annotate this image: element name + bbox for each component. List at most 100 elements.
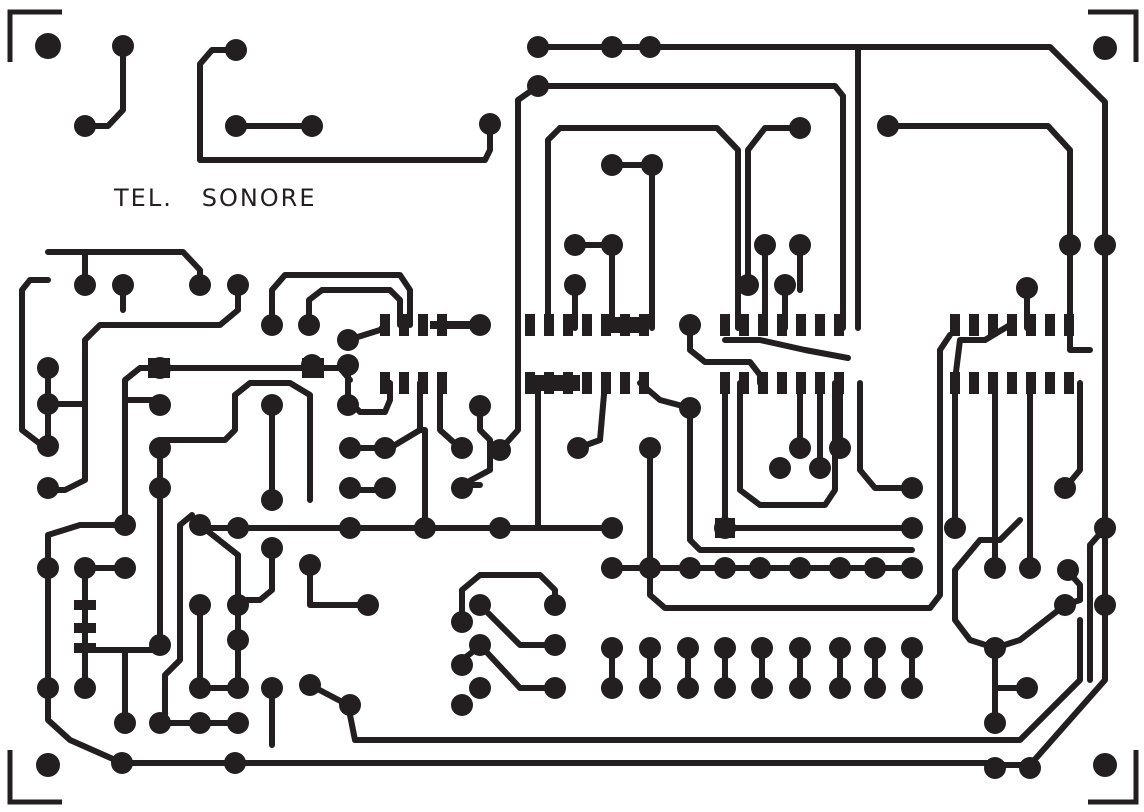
copper-track (535, 44, 1108, 603)
solder-pad (149, 437, 171, 459)
solder-pad (112, 274, 134, 296)
solder-pad (737, 274, 759, 296)
solder-pad (601, 234, 623, 256)
copper-track (745, 125, 803, 293)
copper-track (535, 83, 846, 331)
solder-pad (984, 637, 1006, 659)
copper-track (885, 123, 1073, 331)
solder-pad (261, 489, 283, 511)
solder-pad (749, 557, 771, 579)
copper-track (477, 642, 558, 691)
solder-pad (601, 36, 623, 58)
ic-footprints (74, 314, 1074, 653)
solder-pad (639, 677, 661, 699)
corner-mark (7, 9, 62, 62)
solder-pad (544, 677, 566, 699)
solder-pad (877, 115, 899, 137)
ic-pin (720, 314, 730, 336)
solder-pad (864, 637, 886, 659)
ic-pin (950, 314, 960, 336)
solder-pad (357, 594, 379, 616)
solder-pad (227, 517, 249, 539)
solder-pad (829, 557, 851, 579)
solder-pad (679, 314, 701, 336)
solder-pad (789, 117, 811, 139)
copper-track (992, 602, 1068, 651)
solder-pad (774, 274, 796, 296)
solder-pad (864, 677, 886, 699)
ic-pin (988, 372, 998, 394)
ic-pin (969, 372, 979, 394)
solder-pad (901, 517, 923, 539)
solder-pad (601, 677, 623, 699)
ic-pin (815, 314, 825, 336)
solder-pad (261, 394, 283, 416)
solder-pad (1019, 757, 1041, 779)
copper-track (197, 47, 493, 163)
solder-pad (189, 677, 211, 699)
copper-track (1062, 380, 1083, 491)
solder-pad (469, 314, 491, 336)
solder-pad (1057, 559, 1079, 581)
solder-pad (339, 477, 361, 499)
solder-pad (149, 712, 171, 734)
solder-pad (1094, 594, 1116, 616)
solder-pad (261, 677, 283, 699)
solder-pad (901, 477, 923, 499)
ic-pin (739, 314, 749, 336)
copper-track (737, 380, 838, 508)
copper-track (19, 277, 51, 453)
ic-pin (601, 372, 611, 394)
copper-track (269, 272, 413, 328)
solder-pad (754, 234, 776, 256)
copper-track (45, 522, 128, 688)
ic-pin (758, 314, 768, 336)
ic-pin (758, 372, 768, 394)
ic-pin (563, 314, 573, 336)
copper-track (235, 545, 275, 603)
ic-pin (969, 314, 979, 336)
solder-pad (677, 637, 699, 659)
copper-track (857, 380, 915, 491)
solder-pad (864, 557, 886, 579)
solder-pad (469, 677, 491, 699)
ic-pin (1045, 314, 1055, 336)
solder-pad (74, 677, 96, 699)
ic-pin (601, 314, 611, 336)
solder-pad (111, 752, 133, 774)
solder-pad (489, 517, 511, 539)
ic-pin-bridge (608, 317, 644, 333)
solder-pad (74, 557, 96, 579)
solder-pad (37, 677, 59, 699)
solder-pad (901, 677, 923, 699)
ic-pin (796, 314, 806, 336)
solder-pad (114, 514, 136, 536)
solder-pad (298, 314, 320, 336)
copper-tracks (19, 43, 1108, 768)
copper-track (157, 392, 238, 443)
solder-pad (789, 637, 811, 659)
copper-track (687, 405, 915, 553)
solder-pad (301, 115, 323, 137)
ic-pin (1026, 372, 1036, 394)
solder-pad (984, 757, 1006, 779)
solder-pad (1054, 477, 1076, 499)
ic-pin-bridge (530, 375, 580, 391)
solder-pad (567, 437, 589, 459)
solder-pad (751, 637, 773, 659)
ic-pin (796, 372, 806, 394)
solder-pad (544, 594, 566, 616)
solder-pad (1093, 753, 1117, 777)
solder-pad (227, 712, 249, 734)
solder-pad (1094, 517, 1116, 539)
solder-pad (451, 654, 473, 676)
solder-pad (74, 274, 96, 296)
ic-pin (639, 372, 649, 394)
copper-track (722, 337, 851, 361)
solder-pad (374, 477, 396, 499)
copper-track (45, 282, 241, 493)
solder-pad (1016, 677, 1038, 699)
solder-pad (714, 517, 736, 539)
solder-pad (37, 435, 59, 457)
ic-pin (437, 372, 447, 394)
